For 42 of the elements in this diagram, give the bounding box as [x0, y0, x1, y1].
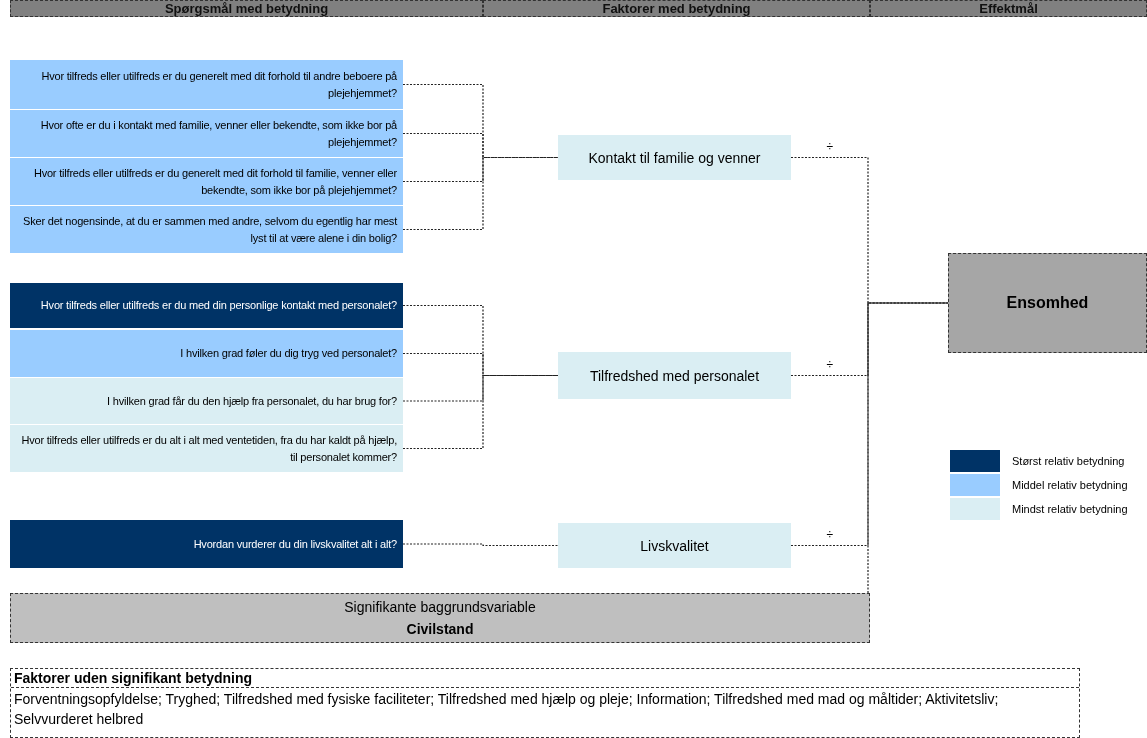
factor-box: [558, 135, 791, 180]
column-header: [10, 0, 483, 17]
header-text: Faktorer med betydning: [602, 1, 751, 16]
question-box: [10, 60, 403, 109]
question-box: [10, 206, 403, 253]
variable-text: Civilstand: [406, 620, 474, 639]
background-variable-box: [10, 593, 870, 643]
question-box: [10, 283, 403, 328]
question-text: I hvilken grad føler du dig tryg ved personalet?: [179, 346, 397, 361]
outcome-box: [948, 253, 1147, 353]
connector-line: [867, 302, 949, 594]
box-title: Signifikante baggrundsvariable: [344, 598, 536, 617]
header-text: Spørgsmål med betydning: [164, 1, 329, 16]
outcome-text: Ensomhed: [1006, 294, 1089, 312]
question-text: Hvor tilfreds eller utilfreds er du med din personlige kontakt med personalet?: [39, 298, 397, 313]
header-text: Effektmål: [979, 1, 1038, 16]
question-text: Hvordan vurderer du din livskvalitet alt i alt?: [192, 536, 397, 552]
factor-text: Tilfredshed med personalet: [589, 367, 760, 384]
factor-box: [558, 523, 791, 568]
question-text: Hvor tilfreds eller utilfreds er du alt i alt med ventetiden, fra du har kaldt på hjælp, til personalet kommer?: [20, 432, 397, 465]
question-box: [10, 378, 403, 424]
question-box: [10, 330, 403, 377]
question-box: [10, 425, 403, 472]
question-box: [10, 520, 403, 568]
question-text: Hvor ofte er du i kontakt med familie, venner eller bekendte, som ikke bor på plejehjemmet?: [39, 117, 397, 150]
legend-text: Middel relativ betydning: [1012, 479, 1128, 491]
factor-box: [558, 352, 791, 399]
column-header: [483, 0, 870, 17]
question-box: [10, 158, 403, 205]
question-text: Hvor tilfreds eller utilfreds er du generelt med dit forhold til familie, venner eller bekendte, som ikke bor på plejehjemmet?: [32, 165, 397, 198]
factor-list: Forventningsopfyldelse; Tryghed; Tilfredshed med fysiske faciliteter; Tilfredshed med hjælp og pleje; Information; Tilfredshed med mad og måltider; Aktivitetsliv; Selvvurderet helbred: [11, 688, 1079, 730]
box-heading: Faktorer uden signifikant betydning: [11, 669, 1079, 688]
column-header: [870, 0, 1147, 17]
question-box: [10, 110, 403, 157]
legend-text: Mindst relativ betydning: [1012, 503, 1128, 515]
question-text: Sker det nogensinde, at du er sammen med andre, selvom du egentlig har mest lyst til at være alene i din bolig?: [22, 213, 397, 246]
non-significant-factors-box: [10, 668, 1080, 738]
legend-text: Størst relativ betydning: [1012, 455, 1125, 467]
question-text: Hvor tilfreds eller utilfreds er du generelt med dit forhold til andre beboere på plejehjemmet?: [40, 68, 397, 101]
factor-text: Kontakt til familie og venner: [588, 149, 761, 166]
factor-text: Livskvalitet: [640, 537, 709, 554]
question-text: I hvilken grad får du den hjælp fra personalet, du har brug for?: [106, 393, 397, 409]
